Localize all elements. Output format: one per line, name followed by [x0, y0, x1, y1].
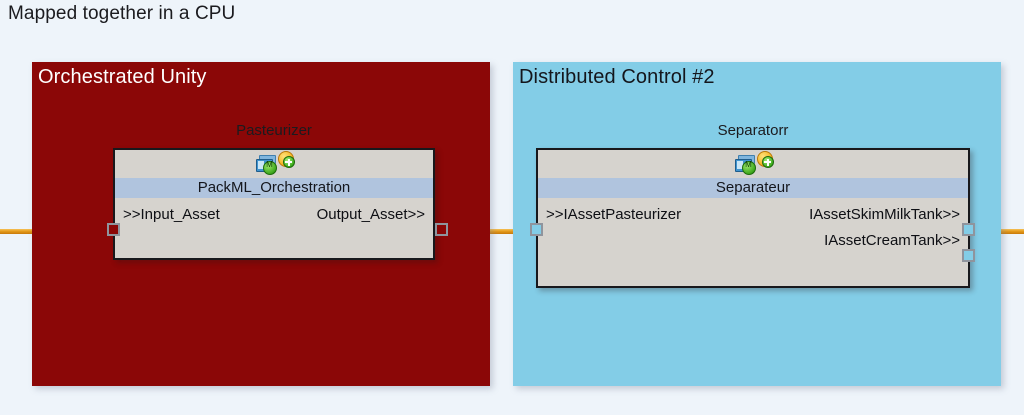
add-badge-icon — [756, 151, 774, 168]
function-block-icons-red — [115, 150, 433, 178]
function-block-body-red: >>Input_Asset Output_Asset>> — [115, 198, 433, 234]
instance-name-separatorr: Separatorr — [717, 122, 789, 139]
add-badge-icon — [277, 151, 295, 168]
input-port-separateur[interactable] — [530, 223, 543, 236]
input-port-pasteurizer[interactable] — [107, 223, 120, 236]
module-icon — [734, 155, 756, 175]
io-row: IAssetCreamTank>> — [538, 228, 968, 254]
function-block-icons-blue — [538, 150, 968, 178]
output-port-skimmilktank[interactable] — [962, 223, 975, 236]
input-pin-label-iassetpasteurizer[interactable]: >>IAssetPasteurizer — [546, 206, 682, 223]
module-icon — [255, 155, 277, 175]
output-pin-label-output-asset[interactable]: Output_Asset>> — [316, 206, 425, 223]
function-block-separateur[interactable]: Separateur >>IAssetPasteurizer IAssetSki… — [536, 148, 970, 288]
page-title: Mapped together in a CPU — [8, 3, 236, 24]
output-port-pasteurizer[interactable] — [435, 223, 448, 236]
input-pin-label-input-asset[interactable]: >>Input_Asset — [123, 206, 220, 223]
area-title-red: Orchestrated Unity — [38, 66, 207, 88]
function-block-name-red: PackML_Orchestration — [115, 178, 433, 198]
io-row: >>Input_Asset Output_Asset>> — [115, 202, 433, 228]
output-pin-label-iassetcreamtank[interactable]: IAssetCreamTank>> — [824, 232, 960, 249]
function-block-body-blue: >>IAssetPasteurizer IAssetSkimMilkTank>>… — [538, 198, 968, 260]
function-block-name-blue: Separateur — [538, 178, 968, 198]
instance-name-pasteurizer: Pasteurizer — [236, 122, 312, 139]
output-pin-label-iassetskimmilktank[interactable]: IAssetSkimMilkTank>> — [809, 206, 960, 223]
function-block-packml-orchestration[interactable]: PackML_Orchestration >>Input_Asset Outpu… — [113, 148, 435, 260]
output-port-creamtank[interactable] — [962, 249, 975, 262]
area-title-blue: Distributed Control #2 — [519, 66, 715, 88]
io-row: >>IAssetPasteurizer IAssetSkimMilkTank>> — [538, 202, 968, 228]
